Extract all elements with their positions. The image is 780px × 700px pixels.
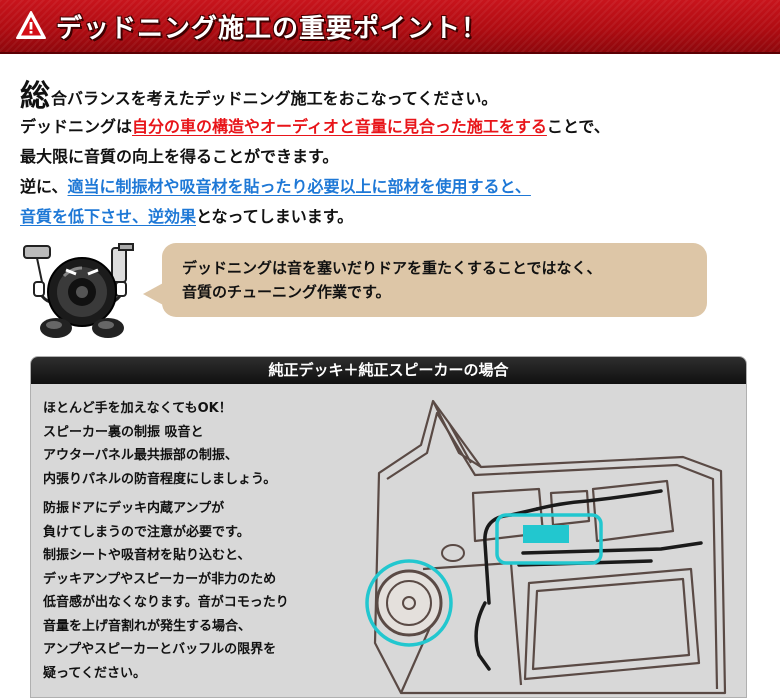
intro-initial: 総	[20, 79, 50, 114]
speech-bubble-line-2: 音質のチューニング作業です。	[182, 283, 391, 301]
intro-line-2: デッドニングは自分の車の構造やオーディオと音量に見合った施工をすることで、	[20, 112, 765, 142]
intro-line-4: 逆に、適当に制振材や吸音材を貼ったり必要以上に部材を使用すると、	[20, 172, 765, 202]
panel-line: ほとんど手を加えなくてもOK！	[43, 401, 232, 416]
warning-icon	[16, 11, 46, 39]
intro-emphasis-red: 自分の車の構造やオーディオと音量に見合った施工をする	[132, 117, 547, 136]
panel-line: 負けてしまうので注意が必要です。	[43, 524, 250, 540]
speech-bubble-line-1: デッドニングは音を塞いだりドアを重たくすることではなく、	[182, 259, 602, 277]
speech-bubble-tail	[143, 282, 165, 306]
header-banner: デッドニング施工の重要ポイント！	[0, 0, 780, 54]
panel-line: 内張りパネルの防音程度にしましょう。	[43, 471, 277, 487]
intro-line-5: 音質を低下させ、逆効果となってしまいます。	[20, 202, 765, 232]
panel-line: 制振シートや吸音材を貼り込むと、	[43, 548, 251, 563]
intro-emphasis-blue-1: 適当に制振材や吸音材を貼ったり必要以上に部材を使用すると、	[67, 177, 531, 196]
panel-line: 低音感が出なくなります。音がコモったり	[43, 595, 289, 610]
intro-emphasis-blue-2: 音質を低下させ、逆効果	[20, 207, 197, 226]
speech-bubble: デッドニングは音を塞いだりドアを重たくすることではなく、 音質のチューニング作業…	[162, 243, 707, 317]
intro-paragraph: 総合バランスを考えたデッドニング施工をおこなってください。 デッドニングは自分の…	[20, 82, 765, 232]
intro-line-2-pre: デッドニングは	[20, 117, 133, 136]
speaker-mascot-icon	[23, 243, 134, 338]
speech-bubble-text: デッドニングは音を塞いだりドアを重たくすることではなく、 音質のチューニング作業…	[182, 256, 602, 304]
intro-line-1: 総合バランスを考えたデッドニング施工をおこなってください。	[20, 82, 765, 112]
panel-title: 純正デッキ＋純正スピーカーの場合	[31, 357, 746, 384]
intro-line-1-text: 合バランスを考えたデッドニング施工をおこなってください。	[51, 89, 498, 108]
panel-description: ほとんど手を加えなくてもOK！ スピーカー裏の制振 吸音と アウターパネル最共振…	[43, 397, 353, 685]
panel-line: デッキアンプやスピーカーが非力のため	[43, 571, 277, 587]
page-title: デッドニング施工の重要ポイント！	[56, 14, 489, 44]
intro-line-5-post: となってしまいます。	[196, 207, 354, 226]
panel-line: 疑ってください。	[43, 665, 146, 681]
car-door-diagram	[365, 399, 727, 695]
panel-line: スピーカー裏の制振 吸音と	[43, 424, 204, 440]
panel-line: 防振ドアにデッキ内蔵アンプが	[43, 501, 225, 516]
intro-line-2-post: ことで、	[546, 117, 610, 136]
panel-line: アウターパネル最共振部の制振、	[43, 448, 238, 463]
intro-line-3: 最大限に音質の向上を得ることができます。	[20, 147, 339, 166]
intro-line-4-pre: 逆に、	[20, 177, 68, 196]
panel-line: アンプやスピーカーとバッフルの限界を	[43, 642, 277, 657]
panel-line: 音量を上げ音割れが発生する場合、	[43, 618, 252, 634]
info-panel: 純正デッキ＋純正スピーカーの場合 ほとんど手を加えなくてもOK！ スピーカー裏の…	[30, 356, 747, 698]
